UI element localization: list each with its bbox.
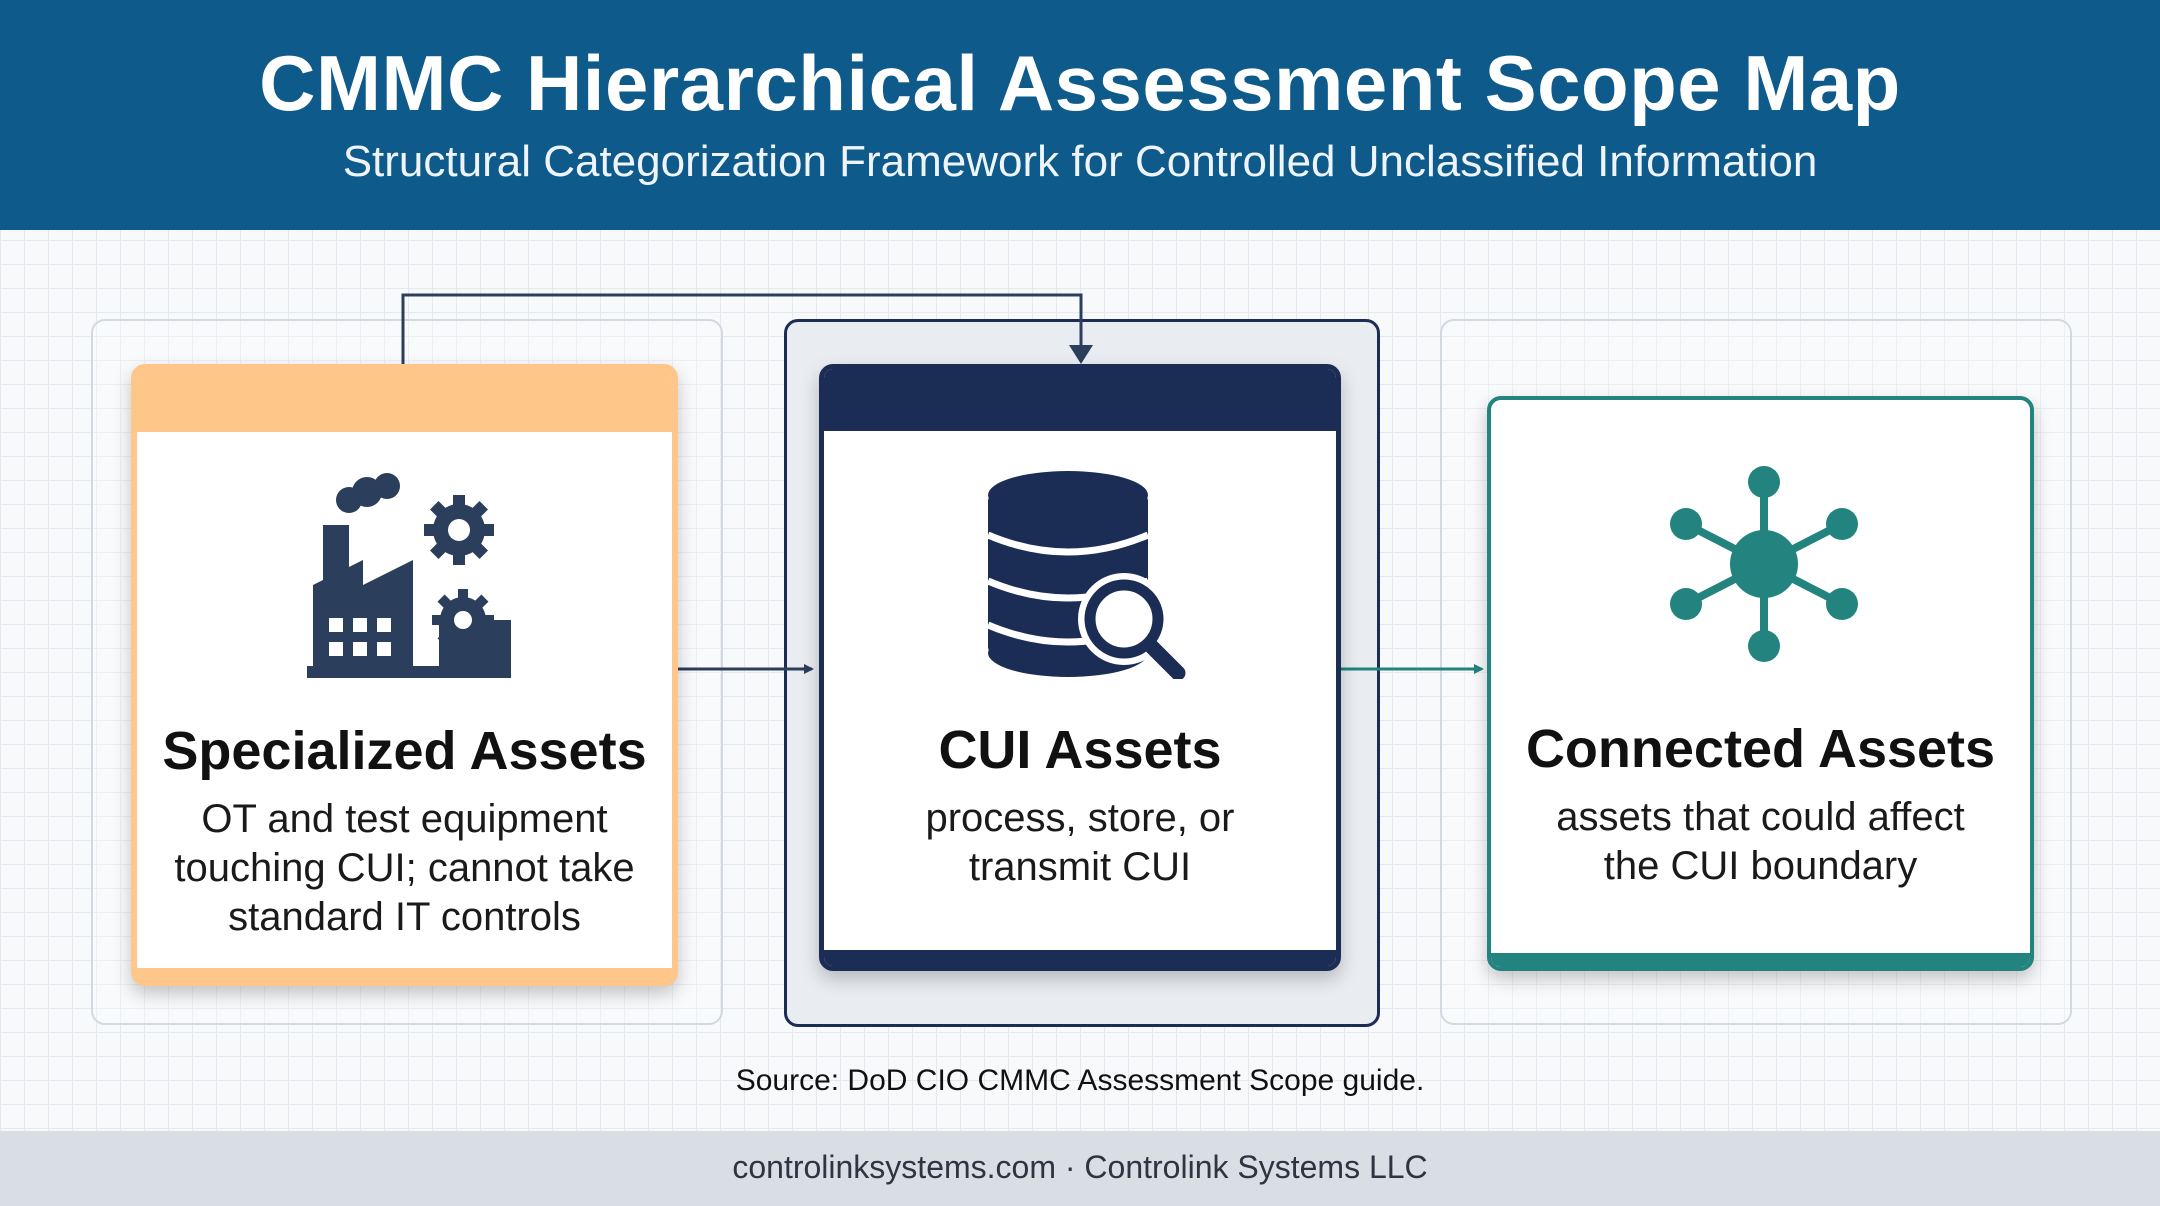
network-hub-icon <box>1670 466 1858 662</box>
database-search-icon <box>986 471 1186 679</box>
header-banner: CMMC Hierarchical Assessment Scope Map S… <box>0 0 2160 230</box>
card-description-line: assets that could affect <box>1556 795 1965 839</box>
card-description-line: process, store, or <box>925 796 1235 840</box>
card-header-band <box>824 369 1336 431</box>
card-description: assets that could affect the CUI boundar… <box>1511 793 2010 891</box>
source-note: Source: DoD CIO CMMC Assessment Scope gu… <box>735 1064 1425 1097</box>
card-description: OT and test equipment touching CUI; cann… <box>157 795 652 942</box>
arrow-down-icon <box>1069 345 1093 364</box>
page-subtitle: Structural Categorization Framework for … <box>342 137 1818 186</box>
card-description-line: the CUI boundary <box>1603 844 1918 888</box>
card-description-line: standard IT controls <box>228 895 581 939</box>
specialized-assets-card: Specialized Assets OT and test equipment… <box>131 364 678 986</box>
card-footer-band <box>824 950 1336 966</box>
card-description-line: transmit CUI <box>968 845 1192 889</box>
footer-bar: controlinksystems.com · Controlink Syste… <box>0 1131 2160 1206</box>
connected-assets-card: Connected Assets assets that could affec… <box>1487 396 2034 971</box>
cui-assets-card: CUI Assets process, store, or transmit C… <box>819 364 1341 971</box>
factory-gears-icon <box>307 473 511 678</box>
card-footer-band <box>137 968 672 980</box>
card-footer-band <box>1491 953 2030 967</box>
specialized-to-cui-top-connector <box>401 293 1083 364</box>
card-description-line: OT and test equipment <box>201 797 608 841</box>
card-title: Connected Assets <box>1525 719 1996 779</box>
card-description: process, store, or transmit CUI <box>844 794 1316 892</box>
card-header-band <box>137 370 672 432</box>
card-description-line: touching CUI; cannot take <box>174 846 635 890</box>
page-title: CMMC Hierarchical Assessment Scope Map <box>259 39 1901 127</box>
card-title: Specialized Assets <box>162 721 647 781</box>
footer-text: controlinksystems.com · Controlink Syste… <box>732 1149 1428 1185</box>
card-title: CUI Assets <box>938 720 1222 780</box>
